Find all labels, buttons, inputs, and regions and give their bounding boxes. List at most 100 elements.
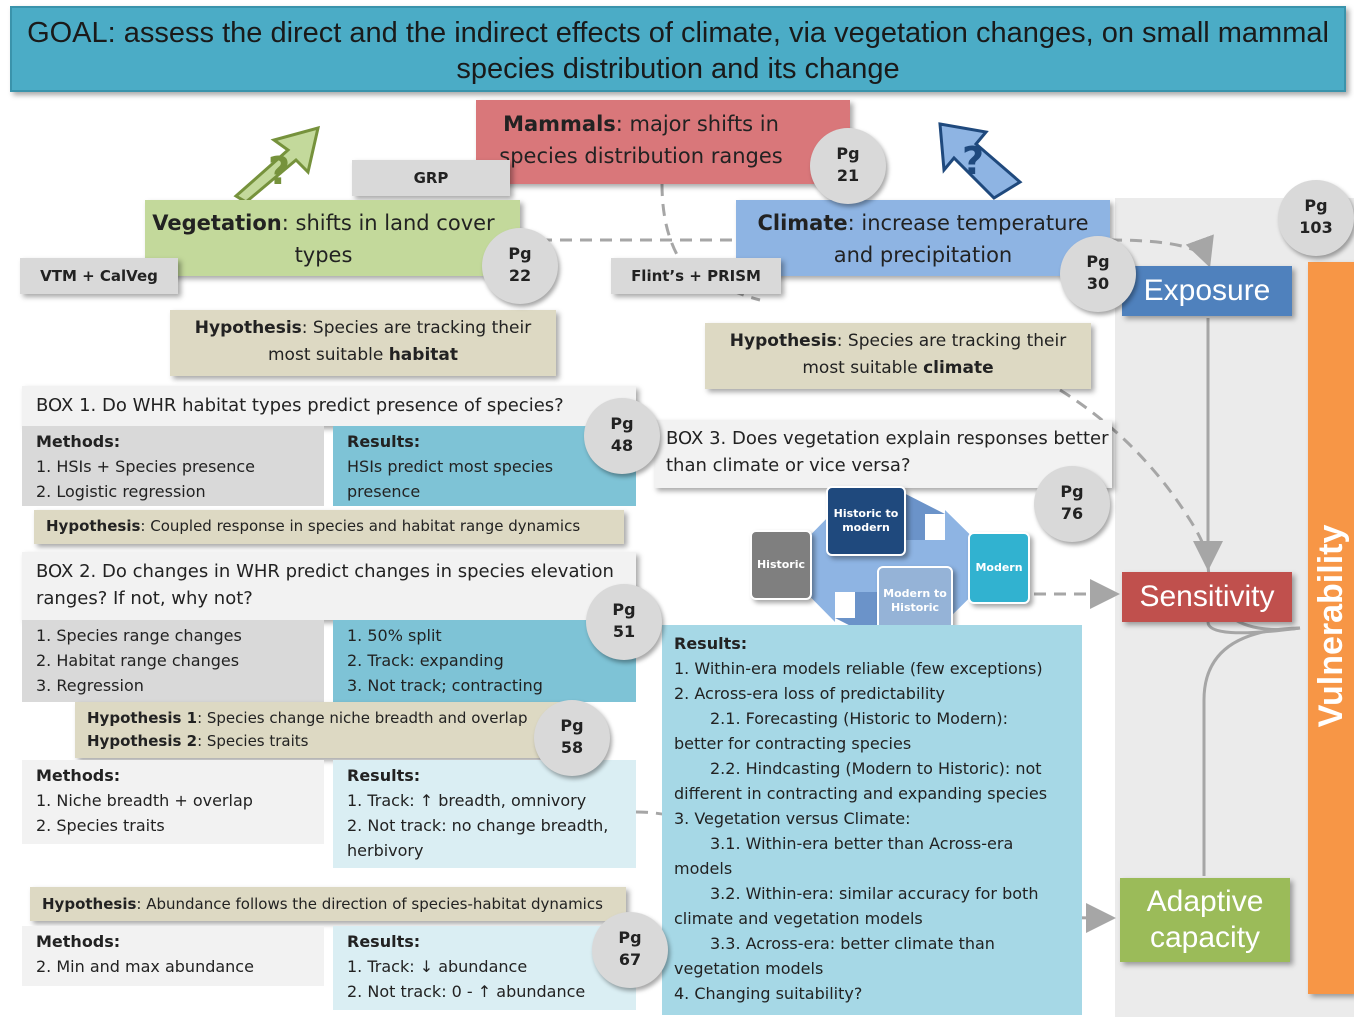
box2-niche-results: Results: 1. Track: ↑ breadth, omnivory 2… (333, 760, 636, 868)
page-ref-58: Pg 58 (534, 700, 610, 776)
page-ref-number: 58 (560, 738, 584, 757)
result-item: climate and vegetation models (674, 909, 923, 928)
result-item: 2.1. Forecasting (Historic to Modern): (710, 709, 1008, 728)
result-item: 1. Within-era models reliable (few excep… (674, 659, 1043, 678)
result-item: 2. Not track: 0 - ↑ abundance (347, 982, 586, 1001)
result-item: 2.2. Hindcasting (Modern to Historic): n… (710, 759, 1042, 778)
mammals-label: Mammals (503, 112, 616, 136)
hypothesis-label: Hypothesis (194, 318, 302, 338)
svg-text:?: ? (268, 149, 290, 193)
results-label: Results: (347, 432, 421, 451)
mammals-box: Mammals: major shifts in species distrib… (476, 100, 850, 184)
page-ref-30: Pg 30 (1060, 236, 1136, 312)
box1-question: BOX 1. Do WHR habitat types predict pres… (22, 386, 636, 426)
hypothesis-label: Hypothesis (46, 517, 141, 535)
page-ref-label: Pg (1304, 196, 1328, 215)
box2-niche-methods: Methods: 1. Niche breadth + overlap 2. S… (22, 760, 324, 844)
box3-results: Results: 1. Within-era models reliable (… (662, 625, 1082, 1015)
page-ref-number: 48 (610, 436, 634, 455)
page-ref-number: 51 (612, 622, 636, 641)
result-item: 1. 50% split (347, 626, 442, 645)
page-ref-label: Pg (610, 414, 634, 433)
goal-text: GOAL: assess the direct and the indirect… (27, 17, 1329, 85)
abundance-results: Results: 1. Track: ↓ abundance 2. Not tr… (333, 926, 636, 1010)
result-item: 3.3. Across-era: better climate than (710, 934, 995, 953)
result-item: 4. Changing suitability? (674, 984, 863, 1003)
page-ref-number: 22 (508, 266, 532, 285)
era-historic: Historic (750, 530, 812, 600)
result-item: 3. Vegetation versus Climate: (674, 809, 911, 828)
result-item: 3. Not track; contracting (347, 676, 543, 695)
hypothesis-text: : Abundance follows the direction of spe… (136, 895, 603, 913)
result-item: presence (347, 482, 421, 501)
page-ref-number: 21 (836, 166, 860, 185)
page-ref-number: 67 (618, 950, 642, 969)
result-item: 2. Track: expanding (347, 651, 504, 670)
mammals-text: : major shifts in species distribution r… (499, 112, 783, 168)
hypothesis-text: : Species are tracking their (301, 318, 532, 338)
page-ref-label: Pg (1086, 252, 1110, 271)
method-item: 1. Niche breadth + overlap (36, 791, 253, 810)
result-item: HSIs predict most species (347, 457, 554, 476)
page-ref-103: Pg 103 (1278, 180, 1354, 256)
vegetation-text: : shifts in land cover types (281, 211, 495, 267)
method-item: 1. Species range changes (36, 626, 242, 645)
hypothesis-label: Hypothesis 1 (87, 709, 198, 727)
hypothesis-text: : Species change niche breadth and overl… (197, 709, 528, 727)
page-ref-label: Pg (836, 144, 860, 163)
page-ref-51: Pg 51 (586, 584, 662, 660)
results-label: Results: (674, 634, 748, 653)
vegetation-box: Vegetation: shifts in land cover types (145, 200, 520, 276)
method-item: 2. Habitat range changes (36, 651, 240, 670)
sensitivity-box: Sensitivity (1122, 572, 1292, 622)
box2-question: BOX 2. Do changes in WHR predict changes… (22, 552, 636, 620)
habitat-hypothesis: Hypothesis: Species are tracking their m… (170, 310, 556, 376)
era-historic-to-modern: Historic to modern (826, 486, 906, 556)
hypothesis-keyword: habitat (388, 345, 458, 365)
method-item: 2. Species traits (36, 816, 165, 835)
result-item: herbivory (347, 841, 424, 860)
grp-tag: GRP (352, 160, 510, 196)
abundance-methods: Methods: 2. Min and max abundance (22, 926, 324, 986)
page-ref-number: 103 (1299, 218, 1333, 237)
vtm-calveg-tag: VTM + CalVeg (20, 258, 178, 294)
flint-prism-tag: Flint’s + PRISM (611, 258, 781, 294)
page-ref-22: Pg 22 (482, 228, 558, 304)
hypothesis-label: Hypothesis (42, 895, 137, 913)
method-item: 1. HSIs + Species presence (36, 457, 256, 476)
climate-question-arrow-icon: ? (938, 122, 1023, 200)
vulnerability-label: Vulnerability (1312, 524, 1350, 728)
result-item: 1. Track: ↓ abundance (347, 957, 528, 976)
page-ref-label: Pg (508, 244, 532, 263)
result-item: 2. Across-era loss of predictability (674, 684, 946, 703)
result-item: vegetation models (674, 959, 824, 978)
exposure-box: Exposure (1122, 266, 1292, 316)
climate-hypothesis: Hypothesis: Species are tracking their m… (705, 323, 1091, 389)
climate-text: : increase temperature and precipitation (833, 211, 1089, 267)
page-ref-label: Pg (560, 716, 584, 735)
result-item: different in contracting and expanding s… (674, 784, 1048, 803)
hypothesis-text: : Species traits (197, 732, 309, 750)
page-ref-number: 30 (1086, 274, 1110, 293)
page-ref-21: Pg 21 (810, 128, 886, 204)
era-modern-to-historic: Modern to Historic (877, 566, 953, 636)
adaptive-capacity-box: Adaptive capacity (1120, 878, 1290, 962)
abundance-hypothesis: Hypothesis: Abundance follows the direct… (30, 887, 626, 921)
methods-label: Methods: (36, 432, 121, 451)
box2-hypotheses: Hypothesis 1: Species change niche bread… (75, 702, 575, 758)
hypothesis-text: most suitable (268, 345, 389, 365)
vulnerability-bar (1308, 262, 1354, 994)
page-ref-label: Pg (612, 600, 636, 619)
hypothesis-label: Hypothesis (729, 331, 837, 351)
svg-text:?: ? (962, 139, 984, 183)
page-ref-number: 76 (1060, 504, 1084, 523)
box3-results-list: 1. Within-era models reliable (few excep… (674, 656, 1070, 1006)
results-label: Results: (347, 932, 421, 951)
result-item: 2. Not track: no change breadth, (347, 816, 609, 835)
box2-results: 1. 50% split 2. Track: expanding 3. Not … (333, 620, 636, 702)
method-item: 3. Regression (36, 676, 144, 695)
result-item: 3.2. Within-era: similar accuracy for bo… (710, 884, 1039, 903)
method-item: 2. Logistic regression (36, 482, 206, 501)
